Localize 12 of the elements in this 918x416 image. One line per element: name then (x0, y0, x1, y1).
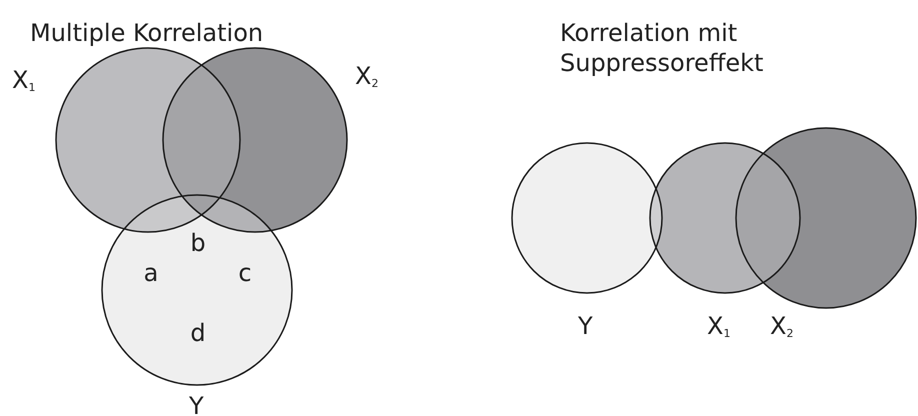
region-letter: c (237, 258, 253, 288)
set-label: X$_{1}$ (707, 314, 730, 339)
set-label: Y (189, 394, 204, 416)
region-letter: d (189, 318, 207, 348)
region-letter: a (142, 258, 160, 288)
set-label: X$_{1}$ (12, 68, 36, 93)
set-label: Y (578, 314, 593, 338)
diagram-heading: Multiple Korrelation (30, 18, 264, 48)
set-label: X$_{2}$ (770, 314, 794, 339)
diagram-heading: Korrelation mit Suppressoreffekt (560, 18, 764, 78)
region-letter: b (189, 228, 207, 258)
set-label: X$_{2}$ (355, 64, 378, 89)
